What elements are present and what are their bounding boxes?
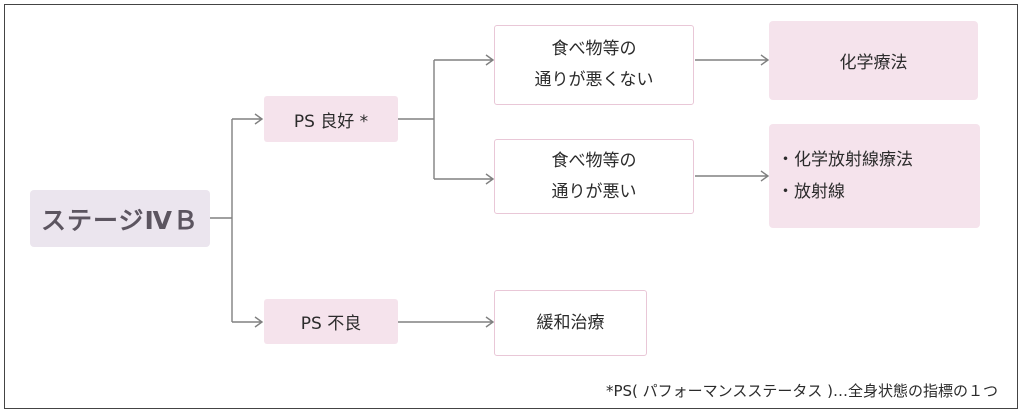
result-chemoradio-item: ・放射線	[777, 182, 845, 202]
stage-label: ステージⅣＢ	[41, 205, 199, 235]
diagram-frame	[4, 4, 1018, 409]
condition-not-bad-line2: 通りが悪くない	[534, 70, 654, 90]
condition-bad-line2: 通りが悪い	[551, 181, 637, 202]
ps-poor-node: PS 不良	[264, 299, 398, 344]
result-chemoradio-node: ・化学放射線療法 ・放射線	[769, 124, 980, 228]
arrow-to-ps-good	[232, 113, 264, 125]
condition-bad-node: 食べ物等の 通りが悪い	[494, 139, 694, 214]
condition-not-bad-line1: 食べ物等の	[551, 39, 637, 59]
connector-stage-trunk	[210, 119, 233, 322]
stage-node: ステージⅣＢ	[30, 190, 210, 247]
arrow-to-cond-not-bad	[434, 54, 495, 66]
arrow-to-result-chemoradio	[695, 170, 770, 182]
result-chemo-label: 化学療法	[839, 53, 908, 73]
arrow-to-ps-poor	[232, 316, 264, 328]
condition-bad-line1: 食べ物等の	[551, 150, 637, 171]
result-chemoradio-item: ・化学放射線療法	[777, 150, 913, 170]
result-chemo-node: 化学療法	[769, 21, 978, 100]
ps-poor-label: PS 不良	[300, 314, 362, 334]
arrow-to-result-chemo	[695, 54, 770, 66]
condition-not-bad-node: 食べ物等の 通りが悪くない	[494, 25, 694, 105]
ps-good-node: PS 良好 *	[264, 96, 398, 142]
ps-good-label: PS 良好 *	[293, 111, 369, 132]
arrow-to-result-palliative	[398, 316, 495, 328]
result-palliative-label: 緩和治療	[536, 312, 605, 333]
result-palliative-node: 緩和治療	[494, 290, 647, 356]
connector-ps-good-trunk	[398, 60, 435, 179]
arrow-to-cond-bad	[434, 173, 495, 185]
footnote: *PS( パフォーマンスステータス )…全身状態の指標の１つ	[605, 382, 998, 400]
